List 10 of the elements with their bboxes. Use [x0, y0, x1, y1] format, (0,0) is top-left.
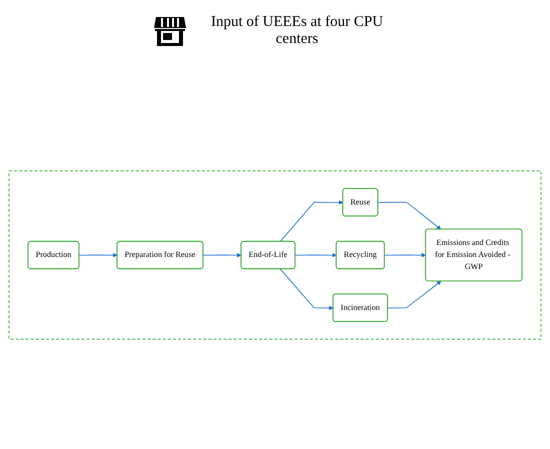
arrow	[280, 200, 344, 242]
note-text: Input of UEEEs at four CPU centers	[210, 14, 384, 48]
arrow	[78, 252, 118, 257]
arrow	[378, 201, 442, 230]
arrow	[294, 252, 337, 257]
arrow	[280, 268, 334, 310]
arrow	[384, 252, 426, 257]
cluster	[8, 170, 542, 340]
arrow	[387, 280, 442, 308]
arrow	[202, 252, 242, 257]
